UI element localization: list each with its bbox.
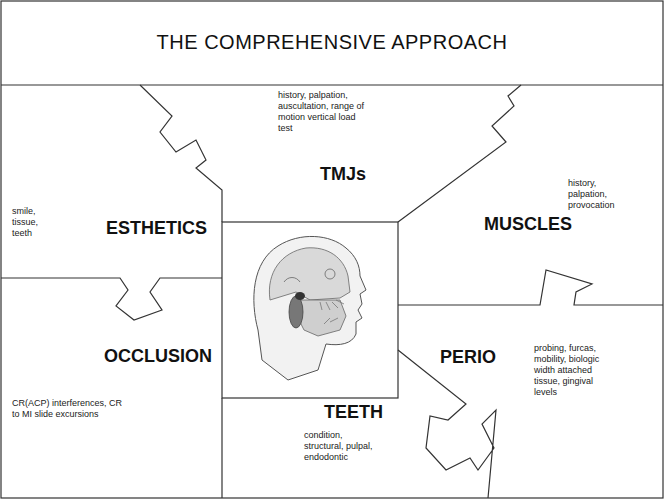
topic-heading: ESTHETICS [106,218,207,239]
topic-checklist: history, palpation, provocation [568,178,632,211]
topic-checklist: CR(ACP) interferences, CR to MI slide ex… [12,398,132,420]
topic-region: PERIO probing, furcas, mobility, biologic… [400,307,662,497]
puzzle-edge [398,85,521,222]
puzzle-edge [221,398,222,498]
topic-checklist: history, palpation, auscultation, range … [278,90,370,134]
topic-heading: OCCLUSION [104,346,212,367]
diagram-title: THE COMPREHENSIVE APPROACH [0,0,664,85]
topic-heading: MUSCLES [484,214,572,235]
puzzle-edge [398,270,663,305]
topic-region: MUSCLES history, palpation, provocation [400,86,662,302]
topic-heading: PERIO [440,347,496,368]
topic-region: OCCLUSION CR(ACP) interferences, CR to MI… [2,280,220,496]
topic-region: TMJs history, palpation, auscultation, ra… [224,86,404,220]
topic-heading: TMJs [320,164,366,185]
topic-region: ESTHETICS smile, tissue, teeth [2,86,220,276]
center-square [222,222,398,398]
head-illustration [254,236,366,380]
puzzle-edge [398,350,496,498]
topic-heading: TEETH [324,402,383,423]
puzzle-edge [1,278,222,320]
topic-checklist: smile, tissue, teeth [12,206,54,239]
topic-region: TEETH condition, structural, pulpal, endo… [224,400,424,497]
title-divider [1,84,663,85]
puzzle-edge [140,85,222,222]
topic-checklist: condition, structural, pulpal, endodonti… [304,430,378,463]
topic-checklist: probing, furcas, mobility, biologic widt… [534,343,618,398]
